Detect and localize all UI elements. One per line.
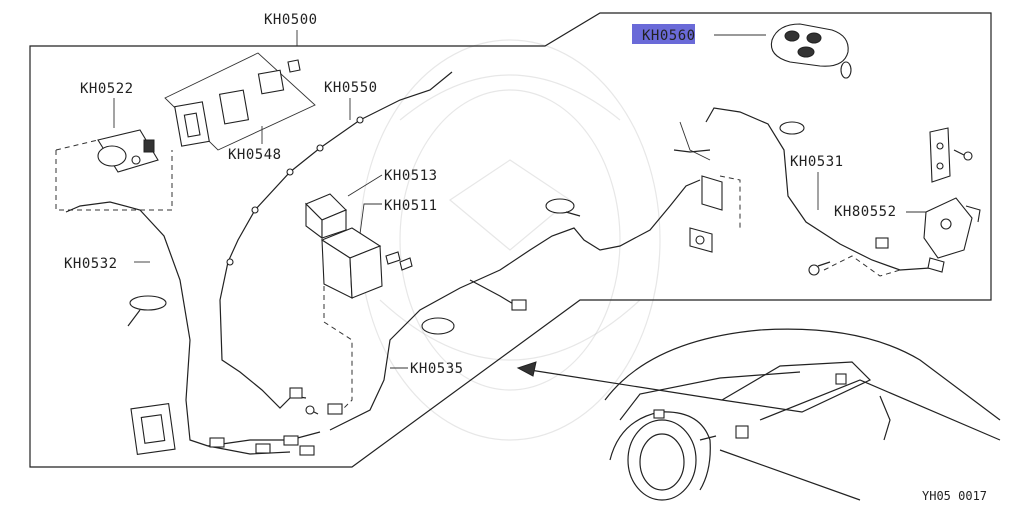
control-unit-part: [320, 227, 413, 299]
label-kh0548[interactable]: KH0548: [228, 147, 282, 163]
leader-kh0513: [347, 174, 383, 197]
label-kh80552[interactable]: KH80552: [834, 204, 897, 220]
antenna-clips: [226, 116, 364, 266]
switch-parts: [174, 59, 301, 147]
label-kh0513[interactable]: KH0513: [384, 168, 438, 184]
key-fob-part: [770, 23, 852, 79]
harness-kh0535: [329, 179, 701, 431]
location-arrow: [516, 361, 723, 401]
lock-bracket-part: [929, 127, 973, 183]
label-kh0500[interactable]: KH0500: [264, 12, 318, 28]
label-kh0522[interactable]: KH0522: [80, 81, 134, 97]
label-kh0560[interactable]: KH0560: [642, 28, 696, 44]
harness-kh0531: [705, 107, 931, 271]
screw-part: [808, 261, 831, 276]
label-kh0531[interactable]: KH0531: [790, 154, 844, 170]
drawing-code: YH05 0017: [922, 489, 987, 503]
label-kh0550[interactable]: KH0550: [324, 80, 378, 96]
sensor-bracket-part: [97, 129, 159, 173]
wire-clips-kh0531: [779, 121, 889, 249]
leader-kh0511: [359, 203, 382, 235]
relay-part: [305, 193, 347, 240]
label-kh0532[interactable]: KH0532: [64, 256, 118, 272]
antenna-cable: [219, 71, 453, 409]
highlight-box-kh0560: [632, 24, 695, 44]
clamp-parts: [421, 198, 581, 335]
label-kh0535[interactable]: KH0535: [410, 361, 464, 377]
car-outline: [604, 328, 1001, 501]
harness-connectors: [207, 431, 321, 456]
watermark-emblem: [359, 39, 661, 441]
trunk-switch-parts: [689, 175, 723, 253]
harness-kh0532: [65, 201, 209, 447]
grommet-square: [130, 402, 176, 456]
cable-tie: [127, 295, 167, 327]
harness-plugs: [289, 299, 527, 415]
assembly-frame: [29, 12, 992, 468]
label-kh0511[interactable]: KH0511: [384, 198, 438, 214]
lock-actuator-part: [923, 197, 981, 273]
